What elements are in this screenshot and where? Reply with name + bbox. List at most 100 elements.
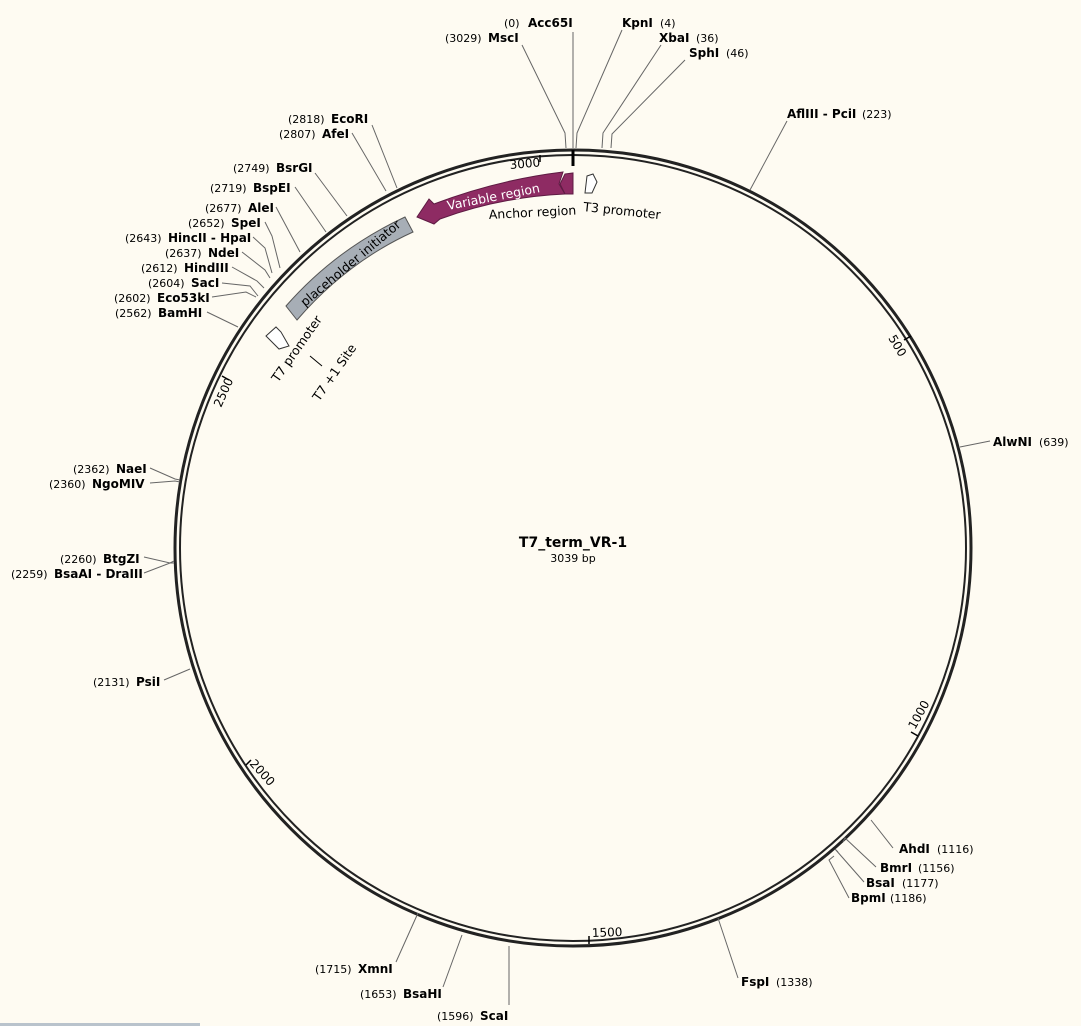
site-pos: (1596) (437, 1010, 474, 1023)
site-name: SpeI (231, 216, 261, 230)
site-name: BmrI (880, 861, 912, 875)
site-bsai[interactable]: BsaI (1177) (866, 876, 939, 890)
site-pos: (0) (504, 17, 520, 30)
tick-mark-2000 (245, 759, 252, 766)
site-pos: (2360) (49, 478, 86, 491)
placeholder-initiator-label: placeholder initiator (297, 216, 404, 309)
site-name: AlwNI (993, 435, 1032, 449)
site-pos: (1116) (937, 843, 974, 856)
t7-plus1-site-label: T7 +1 Site (309, 341, 360, 405)
site-name: EcoRI (331, 112, 368, 126)
site-pos: (2259) (11, 568, 48, 581)
site-saci[interactable]: (2604) SacI (148, 276, 219, 290)
site-name: HincII - HpaI (168, 231, 251, 245)
site-pos: (639) (1039, 436, 1069, 449)
site-bsaai-dralii[interactable]: (2259) BsaAI - DraIII (11, 567, 143, 581)
site-xbai[interactable]: XbaI (36) (659, 31, 719, 45)
bottom-scrollbar[interactable] (0, 1023, 200, 1026)
site-pos: (2652) (188, 217, 225, 230)
site-name: NgoMIV (92, 477, 145, 491)
site-name: FspI (741, 975, 769, 989)
site-spei[interactable]: (2652) SpeI (188, 216, 261, 230)
site-psii[interactable]: (2131) PsiI (93, 675, 160, 689)
t3-promoter-label: T3 promoter (582, 199, 663, 222)
site-msci[interactable]: (3029) MscI (445, 31, 519, 45)
site-pos: (2131) (93, 676, 130, 689)
site-name: SphI (689, 46, 719, 60)
site-leader-lines (143, 29, 991, 1005)
site-hindiii[interactable]: (2612) HindIII (141, 261, 229, 275)
site-pos: (2562) (115, 307, 152, 320)
site-pos: (223) (862, 108, 892, 121)
site-pos: (46) (726, 47, 749, 60)
site-fspi[interactable]: FspI (1338) (741, 975, 813, 989)
site-bspei[interactable]: (2719) BspEI (210, 181, 291, 195)
site-bsahi[interactable]: (1653) BsaHI (360, 987, 442, 1001)
site-bmri[interactable]: BmrI (1156) (880, 861, 955, 875)
site-scai[interactable]: (1596) ScaI (437, 1009, 508, 1023)
tick-mark-1000 (910, 731, 919, 737)
site-pos: (2637) (165, 247, 202, 260)
site-pos: (2677) (205, 202, 242, 215)
site-hincii-hpai[interactable]: (2643) HincII - HpaI (125, 231, 251, 245)
tick-mark-500 (903, 335, 912, 341)
site-naei[interactable]: (2362) NaeI (73, 462, 147, 476)
site-alwni[interactable]: AlwNI (639) (993, 435, 1069, 449)
site-name: NdeI (208, 246, 239, 260)
site-btgzi[interactable]: (2260) BtgZI (60, 552, 140, 566)
site-pos: (3029) (445, 32, 482, 45)
site-name: XbaI (659, 31, 689, 45)
site-bamhi[interactable]: (2562) BamHI (115, 306, 202, 320)
anchor-region-feature: Anchor region (488, 172, 577, 222)
placeholder-initiator-feature: placeholder initiator (285, 216, 414, 321)
tick-label-500: 500 (885, 332, 909, 359)
site-name: BspEI (253, 181, 291, 195)
site-name: Eco53kI (157, 291, 210, 305)
site-afei[interactable]: (2807) AfeI (279, 127, 349, 141)
site-name: HindIII (184, 261, 229, 275)
t7-promoter-feature: T7 promoter (265, 312, 326, 386)
site-pos: (2362) (73, 463, 110, 476)
site-acc65i[interactable]: (0) Acc65I (504, 16, 573, 30)
site-name: AfeI (322, 127, 349, 141)
site-name: AflIII - PciI (787, 107, 856, 121)
tick-label-2500: 2500 (211, 376, 236, 410)
site-name: Acc65I (528, 16, 573, 30)
site-pos: (2604) (148, 277, 185, 290)
site-ngomiv[interactable]: (2360) NgoMIV (49, 477, 145, 491)
site-bsrgi[interactable]: (2749) BsrGI (233, 161, 313, 175)
site-name: PsiI (136, 675, 160, 689)
site-name: BsaAI - DraIII (54, 567, 143, 581)
site-pos: (36) (696, 32, 719, 45)
site-pos: (2260) (60, 553, 97, 566)
site-xmni[interactable]: (1715) XmnI (315, 962, 393, 976)
site-bpmi[interactable]: BpmI (1186) (851, 891, 927, 905)
site-pos: (1156) (918, 862, 955, 875)
plasmid-name: T7_term_VR-1 (519, 535, 627, 551)
tick-mark-2500 (221, 375, 230, 381)
site-pos: (2612) (141, 262, 178, 275)
site-name: ScaI (480, 1009, 508, 1023)
plasmid-length: 3039 bp (550, 552, 595, 565)
site-pos: (2749) (233, 162, 270, 175)
site-name: BpmI (851, 891, 886, 905)
site-alei[interactable]: (2677) AleI (205, 201, 274, 215)
site-pos: (2807) (279, 128, 316, 141)
site-afliii-pcii[interactable]: AflIII - PciI (223) (787, 107, 892, 121)
anchor-region-label: Anchor region (488, 202, 576, 222)
site-pos: (1177) (902, 877, 939, 890)
site-name: AhdI (899, 842, 930, 856)
site-name: BamHI (158, 306, 202, 320)
site-kpni[interactable]: KpnI (4) (622, 16, 676, 30)
t7-promoter-label: T7 promoter (268, 312, 326, 386)
site-ndei[interactable]: (2637) NdeI (165, 246, 239, 260)
site-name: NaeI (116, 462, 147, 476)
site-sphi[interactable]: SphI (46) (689, 46, 749, 60)
site-ahdi[interactable]: AhdI (1116) (899, 842, 974, 856)
site-eco53ki[interactable]: (2602) Eco53kI (114, 291, 210, 305)
tick-label-1500: 1500 (592, 925, 623, 940)
site-ecori[interactable]: (2818) EcoRI (288, 112, 368, 126)
site-pos: (1653) (360, 988, 397, 1001)
site-labels: (0) Acc65I KpnI (4) (3029) MscI XbaI (36… (11, 16, 1069, 1023)
site-pos: (2602) (114, 292, 151, 305)
